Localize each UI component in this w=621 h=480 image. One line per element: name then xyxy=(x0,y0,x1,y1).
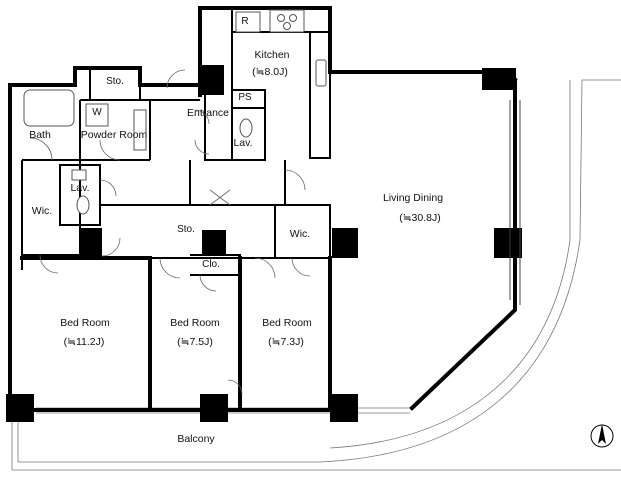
wic-left-label: Wic. xyxy=(31,205,53,217)
vanity xyxy=(133,109,147,151)
balcony-label: Balcony xyxy=(177,433,215,445)
lav-sink-left xyxy=(71,169,87,181)
structural-columns xyxy=(6,65,522,422)
bath-label: Bath xyxy=(29,129,51,141)
washer xyxy=(85,103,109,127)
refrigerator xyxy=(235,11,261,33)
bedroom-2-size: (≒7.5J) xyxy=(177,336,213,348)
kitchen-name: Kitchen xyxy=(254,49,290,61)
fixtures xyxy=(23,9,327,215)
storage-top-label: Sto. xyxy=(106,76,124,87)
kitchen-size: (≒8.0J) xyxy=(252,66,288,78)
living-dining-name: Living Dining xyxy=(382,192,444,204)
bathtub xyxy=(23,89,75,127)
closet-label: Clo. xyxy=(202,259,220,270)
bedroom-3-name: Bed Room xyxy=(262,317,312,329)
living-dining-size: (≒30.8J) xyxy=(399,212,441,224)
bedroom-1-size: (≒11.2J) xyxy=(63,336,105,348)
washer-label: W xyxy=(92,107,102,118)
lav-left-label: Lav. xyxy=(70,182,90,194)
bedroom-2-name: Bed Room xyxy=(170,317,220,329)
doors xyxy=(29,69,311,395)
windows xyxy=(509,100,521,305)
entrance-label: Entrance xyxy=(186,107,230,119)
wic-right-label: Wic. xyxy=(289,228,311,240)
bedroom-3-size: (≒7.3J) xyxy=(268,336,304,348)
lav-right-label: Lav. xyxy=(233,137,253,149)
storage-mid-label: Sto. xyxy=(177,224,195,235)
toilet-left xyxy=(76,195,90,215)
north-arrow-icon xyxy=(590,424,614,448)
exterior-walls xyxy=(8,6,518,412)
kitchen-sink xyxy=(315,59,327,87)
interior-walls xyxy=(20,8,332,412)
bedroom-1-name: Bed Room xyxy=(60,317,110,329)
pipe-space-label: PS xyxy=(238,92,252,103)
refrigerator-label: R xyxy=(241,16,249,27)
toilet-right xyxy=(239,118,253,138)
powder-room-label: Powder Room xyxy=(80,129,148,141)
